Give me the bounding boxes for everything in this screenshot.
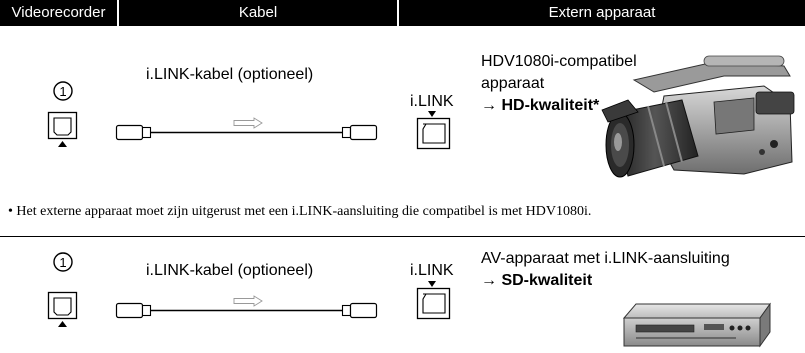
ilink-cable-icon-2 — [115, 295, 378, 319]
ilink-label: i.LINK — [410, 93, 454, 110]
ilink-cable-icon — [115, 117, 378, 141]
quality-line-2: → SD-kwaliteit — [481, 272, 592, 290]
header-extern-apparaat: Extern apparaat — [399, 0, 805, 26]
header-videorecorder: Videorecorder — [0, 0, 117, 26]
device-description: HDV1080i-compatibel — [481, 53, 637, 70]
hdv-camcorder-image — [601, 55, 795, 178]
port-number-circle: 1 — [53, 81, 73, 101]
external-ilink-port-icon-2 — [416, 281, 451, 320]
quality-label: HD-kwaliteit* — [501, 97, 600, 114]
right-arrow-icon-2: → — [481, 272, 497, 289]
signal-direction-arrow-icon-2 — [233, 295, 263, 307]
cable-label: i.LINK-kabel (optioneel) — [146, 66, 314, 83]
cable-label-2: i.LINK-kabel (optioneel) — [146, 262, 314, 279]
section-divider — [0, 236, 805, 237]
compatibility-note: • Het externe apparaat moet zijn uitgeru… — [8, 204, 592, 219]
svg-text:1: 1 — [59, 84, 66, 99]
av-recorder-image — [622, 302, 771, 348]
external-ilink-port-icon — [416, 111, 451, 150]
right-arrow-icon: → — [481, 97, 497, 114]
videorecorder-ilink-port-icon — [47, 111, 78, 147]
device-description-2: AV-apparaat met i.LINK-aansluiting — [481, 250, 730, 267]
device-description-line2: apparaat — [481, 75, 545, 92]
quality-label-2: SD-kwaliteit — [501, 272, 593, 289]
ilink-label-2: i.LINK — [410, 262, 454, 279]
videorecorder-ilink-port-icon-2 — [47, 291, 78, 327]
header-kabel: Kabel — [119, 0, 397, 26]
quality-line: → HD-kwaliteit* — [481, 97, 599, 115]
signal-direction-arrow-icon — [233, 117, 263, 129]
svg-text:1: 1 — [59, 255, 66, 270]
port-number-circle-2: 1 — [53, 252, 73, 272]
